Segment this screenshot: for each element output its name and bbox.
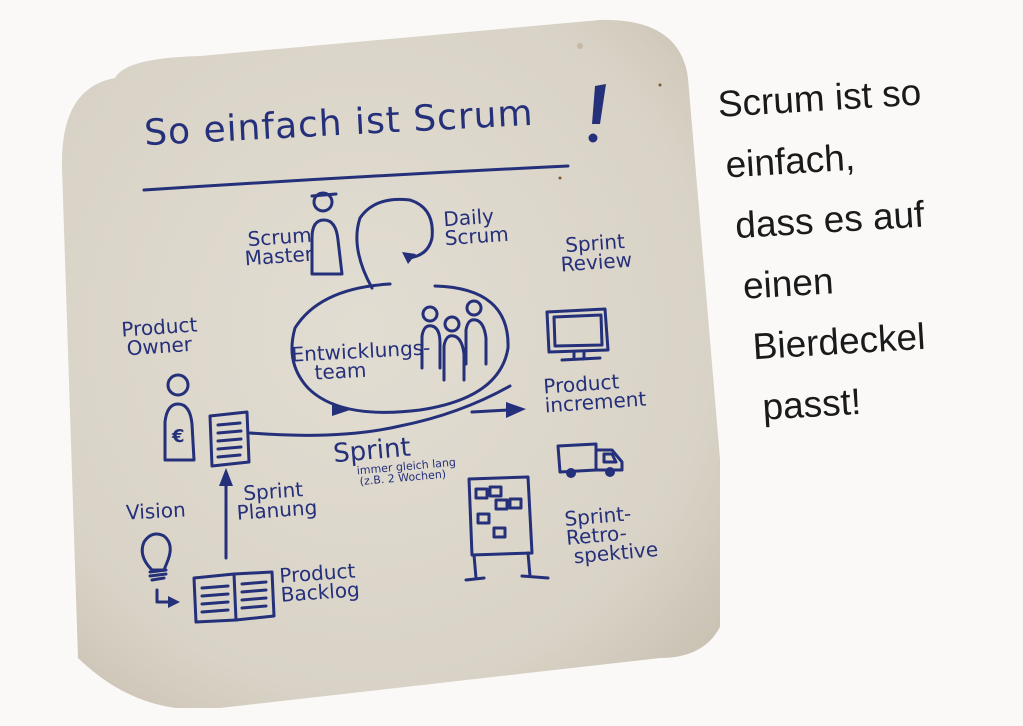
coaster-drawing xyxy=(61,19,720,708)
dev-team-icon xyxy=(420,299,488,382)
dev-team-label: Entwicklungs- team xyxy=(291,335,432,384)
monitor-icon xyxy=(545,307,610,362)
product-owner-line2: Owner xyxy=(125,331,193,361)
sprint-planning-line2: Planung xyxy=(235,495,318,525)
document-icon xyxy=(208,410,251,468)
sprint-label: Sprint immer gleich lang (z.B. 2 Wochen) xyxy=(332,431,457,489)
scrum-master-line2: Master xyxy=(243,241,314,271)
caption: Scrum ist so einfach, dass es auf einen … xyxy=(716,57,1018,439)
vision-label: Vision xyxy=(125,497,187,525)
product-backlog-line2: Backlog xyxy=(279,577,361,607)
open-book-icon xyxy=(192,570,276,624)
scrum-master-label: Scrum Master xyxy=(243,223,314,271)
daily-scrum-line2: Scrum xyxy=(443,221,510,251)
sprint-retro-label: Sprint- Retro- spektive xyxy=(563,501,659,568)
product-backlog-label: Product Backlog xyxy=(279,559,361,607)
sprint-review-line2: Review xyxy=(559,247,633,277)
euro-symbol: € xyxy=(172,426,185,447)
sprint-review-label: Sprint Review xyxy=(559,229,633,277)
scrum-master-icon xyxy=(310,191,344,276)
product-owner-label: Product Owner xyxy=(121,312,199,361)
sprint-planning-label: Sprint Planung xyxy=(235,477,318,525)
daily-scrum-label: Daily Scrum xyxy=(443,204,510,251)
vision-text: Vision xyxy=(125,497,187,525)
product-owner-icon xyxy=(163,373,196,462)
truck-icon xyxy=(556,442,624,478)
euro-icon: € xyxy=(172,428,185,446)
taskboard-icon xyxy=(464,475,550,582)
lightbulb-icon xyxy=(140,532,180,608)
product-increment-label: Product increment xyxy=(543,369,647,417)
beer-coaster: So einfach ist Scrum Scrum Master Daily … xyxy=(40,18,720,708)
